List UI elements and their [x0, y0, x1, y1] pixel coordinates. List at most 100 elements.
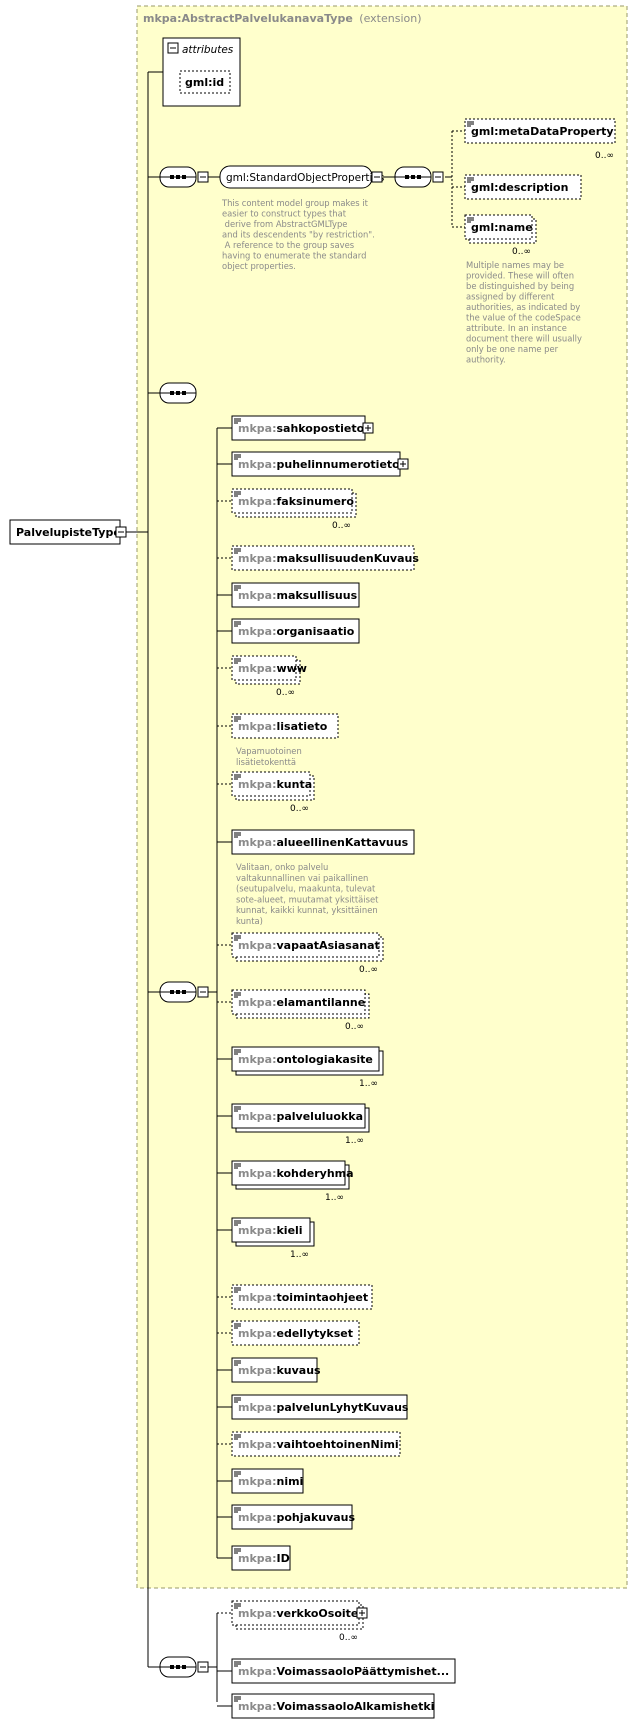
- element-voimassaoloalkamishetki[interactable]: mkpa:VoimassaoloAlkamishetki: [231, 1693, 435, 1719]
- element-prefix: mkpa:: [238, 1665, 276, 1678]
- element-label: mkpa:toimintaohjeet: [238, 1291, 368, 1304]
- element-vaihtoehtoinennimi[interactable]: mkpa:vaihtoehtoinenNimi: [231, 1431, 401, 1457]
- extension-note: (extension): [359, 12, 421, 25]
- element-prefix: mkpa:: [238, 552, 276, 565]
- element-prefix: mkpa:: [238, 1475, 276, 1488]
- element-organisaatio[interactable]: mkpa:organisaatio: [231, 618, 360, 644]
- element-name: vapaatAsiasanat: [276, 939, 379, 952]
- element-label: mkpa:verkkoOsoite: [238, 1607, 358, 1620]
- element-name: maksullisuus: [276, 589, 357, 602]
- content-marker-icon: [234, 1397, 241, 1403]
- sequence-main-collapse-button[interactable]: [197, 986, 209, 998]
- content-marker-icon: [234, 1163, 241, 1169]
- element-label: gml:description: [471, 181, 568, 194]
- content-marker-icon: [234, 1287, 241, 1293]
- group-standard-object-properties[interactable]: gml:StandardObjectProperties: [219, 165, 384, 189]
- sequence-standard-properties[interactable]: [394, 166, 432, 188]
- element-prefix: mkpa:: [238, 1438, 276, 1451]
- element-label: mkpa:ID: [238, 1552, 290, 1565]
- element-label: mkpa:sahkopostieto: [238, 422, 365, 435]
- expand-puhelinnumerotieto-button[interactable]: [397, 458, 409, 470]
- element-name: kieli: [276, 1224, 302, 1237]
- element-kieli[interactable]: mkpa:kieli: [231, 1217, 315, 1247]
- sequence-top[interactable]: [159, 166, 197, 188]
- element-prefix: mkpa:: [238, 1401, 276, 1414]
- element-name: puhelinnumerotieto: [276, 458, 400, 471]
- content-marker-icon: [234, 491, 241, 497]
- content-marker-icon: [234, 1603, 241, 1609]
- cardinality-label: 0..∞: [290, 804, 309, 814]
- element-name: toimintaohjeet: [276, 1291, 368, 1304]
- element-nimi[interactable]: mkpa:nimi: [231, 1468, 304, 1494]
- element-label: mkpa:pohjakuvaus: [238, 1511, 356, 1524]
- sequence-empty[interactable]: [159, 382, 197, 404]
- element-name: alueellinenKattavuus: [276, 836, 408, 849]
- content-marker-icon: [234, 1471, 241, 1477]
- element-verkkoosoite[interactable]: mkpa:verkkoOsoite: [231, 1600, 364, 1630]
- element-name: organisaatio: [276, 625, 354, 638]
- element-palveluluokka[interactable]: mkpa:palveluluokka: [231, 1103, 370, 1133]
- extension-name: mkpa:AbstractPalvelukanavaType: [143, 12, 353, 25]
- element-gml-description[interactable]: gml:description: [464, 174, 582, 200]
- element-prefix: mkpa:: [238, 1167, 276, 1180]
- element-maksullisuus[interactable]: mkpa:maksullisuus: [231, 582, 360, 608]
- element-prefix: mkpa:: [238, 1224, 276, 1237]
- cardinality-label: 0..∞: [595, 151, 614, 161]
- element-edellytykset[interactable]: mkpa:edellytykset: [231, 1320, 360, 1346]
- element-name: nimi: [276, 1475, 303, 1488]
- element-ontologiakasite[interactable]: mkpa:ontologiakasite: [231, 1046, 384, 1076]
- content-marker-icon: [234, 1661, 241, 1667]
- element-vapaatasiasanat[interactable]: mkpa:vapaatAsiasanat: [231, 932, 384, 962]
- content-marker-icon: [234, 935, 241, 941]
- root-type-box[interactable]: PalvelupisteType: [9, 519, 121, 545]
- expand-sahkopostieto-button[interactable]: [362, 422, 374, 434]
- element-gml-metadataproperty[interactable]: gml:metaDataProperty: [464, 118, 616, 144]
- element-prefix: mkpa:: [238, 422, 276, 435]
- element-puhelinnumerotieto[interactable]: mkpa:puhelinnumerotieto: [231, 451, 401, 477]
- element-pohjakuvaus[interactable]: mkpa:pohjakuvaus: [231, 1504, 356, 1530]
- cardinality-label: 1..∞: [359, 1079, 378, 1089]
- expand-verkkoosoite-button[interactable]: [356, 1607, 368, 1619]
- element-alueellinenkattavuus[interactable]: mkpa:alueellinenKattavuus: [231, 829, 415, 855]
- element-id[interactable]: mkpa:ID: [231, 1545, 291, 1571]
- element-prefix: mkpa:: [238, 495, 276, 508]
- element-maksullisuudenkuvaus[interactable]: mkpa:maksullisuudenKuvaus: [231, 545, 419, 571]
- extension-region: [136, 5, 628, 1589]
- sequence-bottom[interactable]: [159, 1656, 197, 1678]
- element-prefix: mkpa:: [238, 939, 276, 952]
- element-palvelunlyhytkuvaus[interactable]: mkpa:palvelunLyhytKuvaus: [231, 1394, 409, 1420]
- element-faksinumero[interactable]: mkpa:faksinumero: [231, 488, 357, 518]
- content-marker-icon: [234, 418, 241, 424]
- element-gml-name[interactable]: gml:name: [464, 214, 537, 244]
- content-marker-icon: [234, 621, 241, 627]
- attribute-gml-id[interactable]: gml:id: [185, 76, 224, 89]
- sequence-top-collapse-button[interactable]: [197, 171, 209, 183]
- element-label: mkpa:palvelunLyhytKuvaus: [238, 1401, 409, 1414]
- sequence-main[interactable]: [159, 981, 197, 1003]
- element-sahkopostieto[interactable]: mkpa:sahkopostieto: [231, 415, 366, 441]
- content-marker-icon: [234, 1049, 241, 1055]
- sequence-standard-properties-collapse-button[interactable]: [432, 171, 444, 183]
- content-marker-icon: [467, 217, 474, 223]
- content-marker-icon: [234, 548, 241, 554]
- element-kohderyhma[interactable]: mkpa:kohderyhma: [231, 1160, 354, 1190]
- element-kuvaus[interactable]: mkpa:kuvaus: [231, 1357, 321, 1383]
- root-collapse-button[interactable]: [115, 526, 130, 538]
- sequence-bottom-collapse-button[interactable]: [197, 1661, 209, 1673]
- element-voimassaolopttymishet[interactable]: mkpa:VoimassaoloPäättymishet...: [231, 1658, 456, 1684]
- group-collapse-button[interactable]: [371, 171, 383, 183]
- element-kunta[interactable]: mkpa:kunta: [231, 771, 315, 801]
- element-prefix: mkpa:: [238, 1552, 276, 1565]
- element-lisatieto[interactable]: mkpa:lisatieto: [231, 713, 339, 739]
- element-label: mkpa:ontologiakasite: [238, 1053, 373, 1066]
- element-name: ID: [276, 1552, 289, 1565]
- element-elamantilanne[interactable]: mkpa:elamantilanne: [231, 989, 370, 1019]
- content-marker-icon: [234, 1220, 241, 1226]
- content-marker-icon: [234, 1696, 241, 1702]
- element-name: faksinumero: [276, 495, 354, 508]
- element-www[interactable]: mkpa:www: [231, 655, 307, 685]
- element-toimintaohjeet[interactable]: mkpa:toimintaohjeet: [231, 1284, 373, 1310]
- content-marker-icon: [234, 1106, 241, 1112]
